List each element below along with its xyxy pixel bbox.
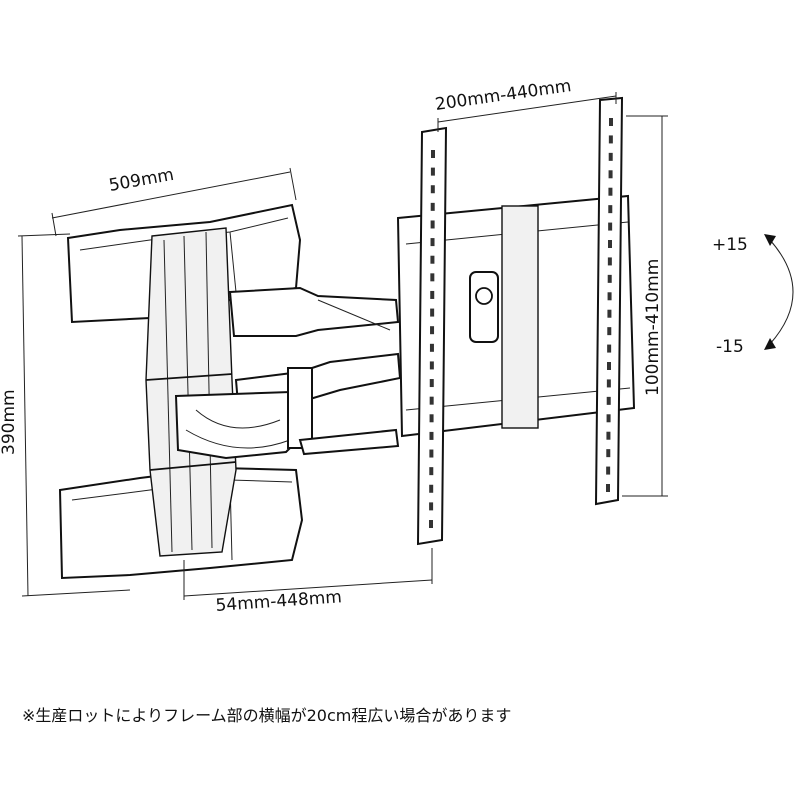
rail-slot	[607, 362, 611, 370]
rail-slot	[430, 326, 435, 335]
rail-slot	[430, 202, 435, 211]
rail-slot	[429, 396, 434, 405]
rail-slot	[429, 343, 434, 352]
rail-slot	[608, 240, 612, 248]
rail-slot	[608, 222, 613, 231]
rail-slot	[429, 431, 434, 440]
rail-slot	[607, 309, 612, 318]
rail-slot	[607, 327, 612, 336]
vesa-horizontal-label: 200mm-440mm	[434, 76, 573, 115]
rail-slot	[429, 484, 434, 493]
rail-slot	[430, 238, 435, 247]
rail-slot	[431, 150, 435, 158]
wall-plate	[58, 203, 304, 580]
rail-slot	[606, 396, 611, 405]
rail-slot	[429, 467, 434, 476]
rail-slot	[607, 344, 612, 353]
rail-slot	[609, 118, 613, 126]
rail-slot	[430, 220, 435, 229]
rail-slot	[608, 170, 613, 179]
rail-slot	[430, 273, 435, 282]
extension-dimension-label: 54mm-448mm	[215, 587, 343, 616]
rail-slot	[606, 466, 611, 475]
tilt-up-label: +15	[712, 235, 748, 255]
rail-slot	[606, 414, 611, 423]
vesa-vertical-label: 100mm-410mm	[643, 259, 663, 396]
vesa-bracket	[396, 96, 636, 546]
rail-slot	[430, 167, 435, 176]
rail-slot	[430, 255, 435, 264]
rail-slot	[430, 185, 435, 194]
tilt-down-label: -15	[716, 337, 744, 357]
rail-slot	[606, 449, 611, 458]
rail-slot	[608, 152, 613, 161]
rail-slot	[429, 502, 434, 511]
width-dimension-label: 509mm	[107, 165, 175, 196]
rail-slot	[430, 290, 435, 299]
rail-slot	[429, 379, 434, 388]
rail-slot	[430, 308, 435, 317]
rail-slot	[607, 257, 612, 266]
height-dimension-label: 390mm	[0, 389, 19, 455]
rail-slot	[606, 379, 611, 388]
rail-slot	[429, 414, 434, 423]
rail-slot	[607, 292, 612, 301]
footnote: ※生産ロットによりフレーム部の横幅が20cm程広い場合があります	[22, 706, 512, 725]
rail-slot	[607, 274, 612, 283]
rail-slot	[608, 187, 613, 196]
rail-slot	[608, 135, 613, 144]
dimension-lines	[17, 92, 794, 600]
rail-slot	[608, 205, 613, 214]
rail-slot	[429, 520, 433, 528]
rail-slot	[429, 449, 434, 458]
rail-slot	[606, 484, 610, 492]
rail-slot	[429, 361, 434, 370]
rail-slot	[606, 431, 611, 440]
swing-arm	[174, 286, 402, 460]
